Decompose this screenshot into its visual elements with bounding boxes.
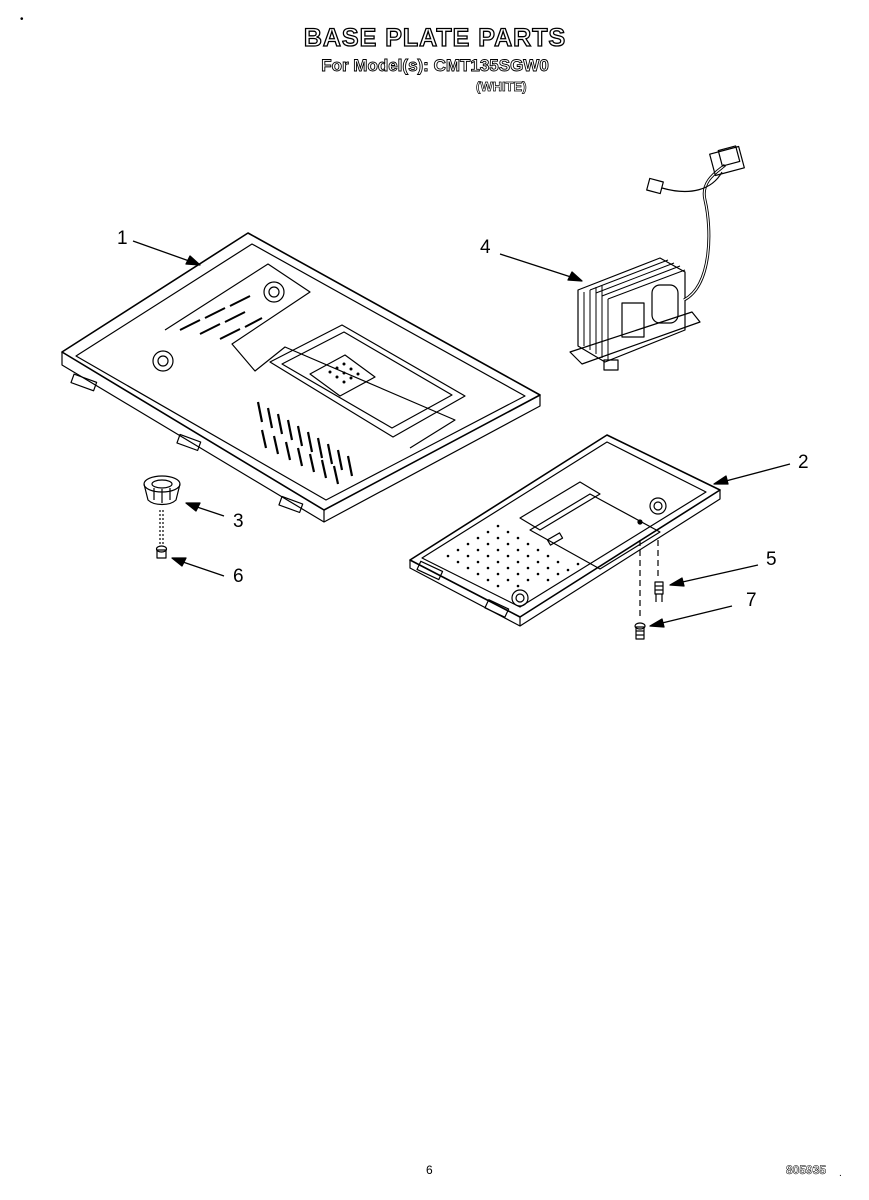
module-part-4 [569, 145, 745, 371]
color-label: (WHITE) [476, 79, 527, 95]
plate-part-2 [409, 434, 721, 627]
foot-part-3 [143, 475, 181, 506]
slot-vents-top [179, 295, 263, 340]
model-line: For Model(s): CMT135SGW0 [321, 56, 550, 76]
corner-mark: • [20, 14, 24, 25]
page-number: 6 [426, 1163, 433, 1177]
callout-4: 4 [480, 237, 491, 258]
callout-2: 2 [798, 452, 809, 473]
screw-part-6 [155, 510, 168, 559]
callout-5: 5 [766, 549, 777, 570]
screw-part-7 [634, 622, 646, 640]
leader-arrows [132, 240, 791, 628]
perforation-dots [446, 524, 580, 588]
slot-vents-front [256, 401, 354, 485]
screw-part-5 [654, 581, 664, 602]
page-title: BASE PLATE PARTS [303, 23, 567, 52]
callout-3: 3 [233, 511, 244, 532]
callout-7: 7 [746, 590, 757, 611]
vent-dots [328, 362, 360, 384]
base-plate-part-1 [61, 232, 541, 523]
document-code: 805935 [786, 1163, 827, 1178]
callout-1: 1 [117, 228, 128, 249]
document-code-dot: . [839, 1168, 842, 1179]
callout-6: 6 [233, 566, 244, 587]
